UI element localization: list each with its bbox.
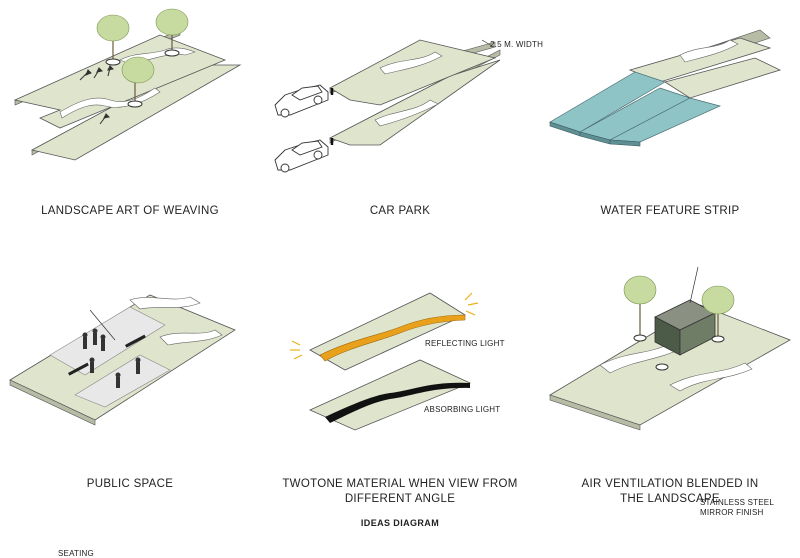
caption-ventilation-line2: THE LANDSCAPE <box>620 493 720 505</box>
car-park-diagram <box>274 39 501 173</box>
tree-icon <box>155 8 189 57</box>
panel-air-ventilation: STAINLESS STEEL MIRROR FINISH AIR VENTIL… <box>540 245 800 517</box>
water-feature-diagram <box>549 29 782 147</box>
panel-public-space: SEATING PUBLIC SPACE <box>0 245 260 558</box>
panel-water-feature: WATER FEATURE STRIP <box>540 0 800 240</box>
plaza-area <box>49 306 166 376</box>
tree-icon <box>623 275 657 342</box>
water-strip-slab-right <box>664 57 782 99</box>
reflecting-light-label: REFLECTING LIGHT <box>425 339 505 348</box>
weaving-slab-top <box>13 34 227 129</box>
car-icon <box>274 139 329 173</box>
parking-slab-upper <box>329 39 497 106</box>
seating-annotation: SEATING <box>58 549 94 558</box>
car-icon <box>274 84 329 118</box>
caption-twotone-line1: TWOTONE MATERIAL WHEN VIEW FROM <box>282 478 518 490</box>
air-ventilation-diagram <box>549 266 791 431</box>
weaving-diagram <box>13 8 242 161</box>
absorbing-light-label: ABSORBING LIGHT <box>424 405 501 414</box>
caption-twotone-line2: DIFFERENT ANGLE <box>344 493 456 505</box>
panel-car-park: 2.5 M. WIDTH CAR PARK <box>270 0 543 240</box>
caption-car-park: CAR PARK <box>369 205 431 217</box>
people-icons <box>82 328 141 388</box>
caption-public-space: PUBLIC SPACE <box>86 478 174 490</box>
tree-icon <box>121 56 155 108</box>
panel-landscape-weaving: LANDSCAPE ART OF WEAVING <box>0 0 260 240</box>
caption-landscape-weaving: LANDSCAPE ART OF WEAVING <box>41 205 219 217</box>
mirror-finish-annotation-line1: STAINLESS STEEL <box>700 498 774 507</box>
caption-ventilation-line1: AIR VENTILATION BLENDED IN <box>581 478 759 490</box>
panel-twotone-material: REFLECTING LIGHT ABSORBING LIGHT TWOTONE… <box>270 245 530 505</box>
tree-icon <box>96 14 130 66</box>
public-space-diagram <box>9 294 236 426</box>
mirror-box-icon <box>654 299 716 356</box>
mirror-finish-annotation-line2: MIRROR FINISH <box>700 508 764 517</box>
twotone-diagram <box>290 292 479 431</box>
tree-icon <box>701 285 735 343</box>
parking-slab-lower <box>328 59 501 146</box>
arrow-icons <box>79 65 115 125</box>
light-rays-icon <box>290 292 479 360</box>
diagram-title: IDEAS DIAGRAM <box>360 518 440 528</box>
caption-water-feature: WATER FEATURE STRIP <box>600 205 740 217</box>
tree-ring <box>655 363 669 371</box>
width-annotation: 2.5 M. WIDTH <box>490 40 544 49</box>
